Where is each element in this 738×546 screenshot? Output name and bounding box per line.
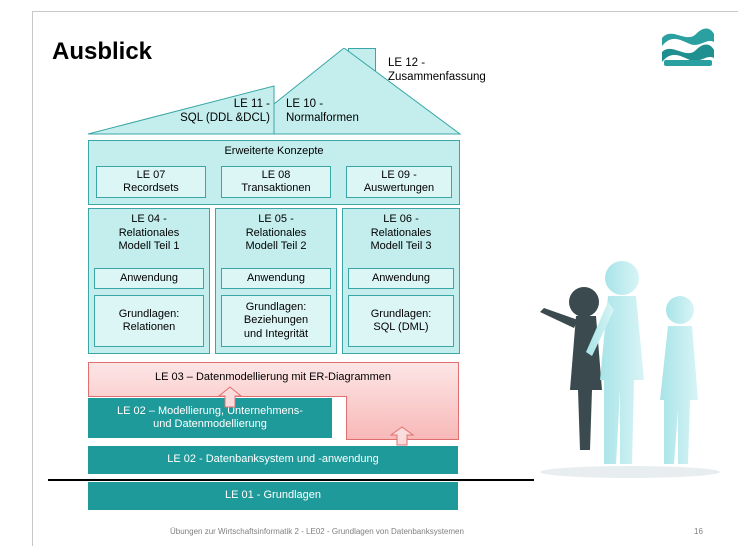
logo-icon (662, 28, 714, 66)
divider-line (48, 479, 534, 481)
advanced-concepts-heading: Erweiterte Konzepte (224, 145, 324, 157)
le06-grundlagen: Grundlagen:SQL (DML) (348, 295, 454, 347)
up-arrow-icon (218, 386, 242, 408)
footer-text: Übungen zur Wirtschaftsinformatik 2 - LE… (170, 527, 464, 536)
le09-box: LE 09 -Auswertungen (346, 166, 452, 198)
le02-modellierung-box: LE 02 – Modellierung, Unternehmens-und D… (88, 398, 332, 438)
le04-grundlagen: Grundlagen:Relationen (94, 295, 204, 347)
up-arrow-icon (390, 426, 414, 446)
le04-anwendung: Anwendung (94, 268, 204, 289)
le03-label: LE 03 – Datenmodellierung mit ER-Diagram… (155, 371, 391, 383)
page-title: Ausblick (52, 38, 153, 65)
le12-label: LE 12 - Zusammenfassung (388, 57, 486, 83)
le06-anwendung: Anwendung (348, 268, 454, 289)
roof (88, 48, 462, 135)
le02-datenbanksystem-box: LE 02 - Datenbanksystem und -anwendung (88, 446, 458, 474)
figures-illustration (540, 261, 720, 478)
le05-anwendung: Anwendung (221, 268, 331, 289)
le10-label: LE 10 - Normalformen (286, 98, 359, 124)
le01-box: LE 01 - Grundlagen (88, 482, 458, 510)
le11-label: LE 11 - SQL (DDL &DCL) (180, 98, 270, 124)
page-number: 16 (694, 527, 703, 536)
le03-shape (88, 362, 459, 440)
